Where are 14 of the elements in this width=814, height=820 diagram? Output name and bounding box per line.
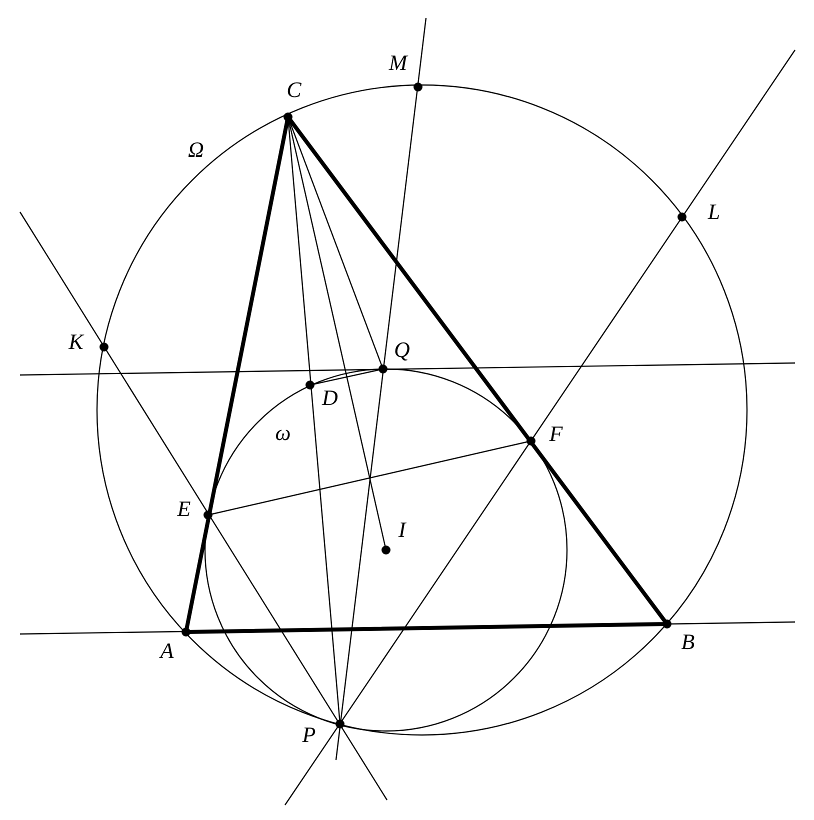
point-label: A	[160, 640, 174, 662]
circle-label: ω	[275, 422, 291, 444]
point-label: F	[549, 423, 563, 445]
point-label: I	[398, 519, 406, 541]
circle-label: Ω	[188, 139, 204, 161]
point-label: C	[286, 79, 302, 101]
point-label: Q	[394, 339, 410, 361]
point-label: L	[708, 201, 720, 223]
point-label: M	[388, 52, 408, 74]
point-label: D	[322, 387, 338, 409]
point-label: K	[68, 331, 84, 353]
point-label: B	[681, 631, 695, 653]
point-label: E	[177, 498, 191, 520]
point-label: P	[302, 724, 316, 746]
